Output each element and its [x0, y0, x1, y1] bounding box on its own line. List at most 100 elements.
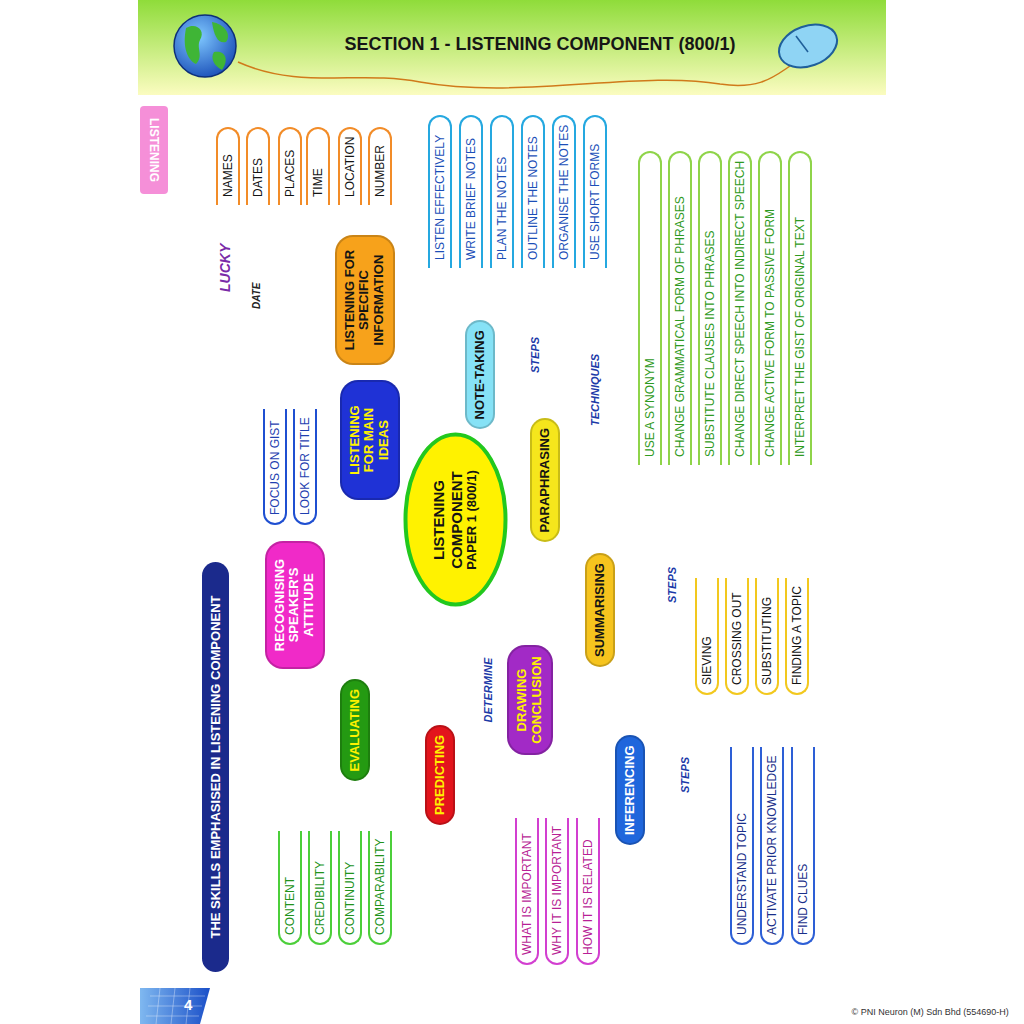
node-text: HOW IT IS RELATED	[581, 826, 595, 955]
edge-label: DETERMINE	[482, 656, 494, 725]
edge-label: TECHNIQUES	[589, 352, 601, 428]
node-text: NAMES	[221, 137, 235, 197]
node-text: FOCUS ON GIST	[268, 417, 282, 515]
node-text: SUBSTITUTE CLAUSES INTO PHRASES	[703, 161, 717, 457]
node-text: LISTENING FOR MAIN IDEAS	[348, 390, 393, 490]
leaf-capsule: UNDERSTAND TOPIC	[730, 747, 754, 945]
node-text: NOTE-TAKING	[473, 330, 488, 419]
node-text: USE A SYNONYM	[643, 161, 657, 457]
leaf-capsule: SUBSTITUTE CLAUSES INTO PHRASES	[698, 151, 722, 465]
leaf-capsule: CREDIBILITY	[308, 831, 332, 945]
skill-cloud: PREDICTING	[425, 725, 456, 825]
leaf-capsule: TIME	[306, 127, 330, 205]
section-tab-label: LISTENING	[147, 118, 161, 182]
leaf-capsule: FINDING A TOPIC	[785, 578, 809, 695]
node-text: INFERENCING	[623, 745, 638, 835]
node-text: CHANGE DIRECT SPEECH INTO INDIRECT SPEEC…	[733, 161, 747, 457]
leaf-capsule: CROSSING OUT	[725, 578, 749, 695]
node-text: CREDIBILITY	[313, 839, 327, 935]
leaf-capsule: HOW IT IS RELATED	[576, 818, 600, 965]
node-text: LISTENING FOR SPECIFIC INFORMATION	[343, 245, 388, 355]
mouse-icon	[773, 17, 843, 75]
node-text: WRITE BRIEF NOTES	[464, 125, 478, 260]
edge-label: STEPS	[529, 335, 541, 375]
node-text: ACTIVATE PRIOR KNOWLEDGE	[765, 755, 779, 935]
clipart-text: DATE	[251, 283, 262, 309]
skill-cloud: DRAWING CONCLUSION	[507, 645, 553, 755]
leaf-capsule: USE SHORT FORMS	[583, 115, 607, 268]
page-number-shape	[140, 988, 210, 1024]
node-text: PREDICTING	[433, 735, 448, 815]
leaf-capsule: FIND CLUES	[791, 747, 815, 945]
node-text: SUMMARISING	[593, 563, 608, 657]
leaf-capsule: ACTIVATE PRIOR KNOWLEDGE	[760, 747, 784, 945]
leaf-capsule: PLAN THE NOTES	[490, 115, 514, 268]
node-text: LISTENING COMPONENT	[430, 455, 465, 585]
skill-cloud: PARAPHRASING	[530, 418, 561, 543]
leaf-capsule: SUBSTITUTING	[755, 578, 779, 695]
cord-line	[238, 62, 790, 88]
node-text: PLACES	[283, 137, 297, 197]
node-text: SUBSTITUTING	[760, 586, 774, 685]
leaf-capsule: COMPARABILITY	[368, 831, 392, 945]
page-title: SECTION 1 - LISTENING COMPONENT (800/1)	[300, 34, 780, 55]
leaf-capsule: WHY IT IS IMPORTANT	[545, 818, 569, 965]
node-text: WHY IT IS IMPORTANT	[550, 826, 564, 955]
node-text: FIND CLUES	[796, 755, 810, 935]
skill-cloud: SUMMARISING	[585, 553, 616, 667]
node-text: CHANGE GRAMMATICAL FORM OF PHRASES	[673, 161, 687, 457]
leaf-capsule: CHANGE GRAMMATICAL FORM OF PHRASES	[668, 151, 692, 465]
node-text: CONTENT	[283, 839, 297, 935]
node-text: UNDERSTAND TOPIC	[735, 755, 749, 935]
node-text: CROSSING OUT	[730, 586, 744, 685]
leaf-capsule: DATES	[246, 127, 270, 205]
node-text: PLAN THE NOTES	[495, 125, 509, 260]
leaf-capsule: CHANGE DIRECT SPEECH INTO INDIRECT SPEEC…	[728, 151, 752, 465]
leaf-capsule: OUTLINE THE NOTES	[521, 115, 545, 268]
node-text: DATES	[251, 137, 265, 197]
node-text: LISTEN EFFECTIVELY	[433, 125, 447, 260]
leaf-capsule: SIEVING	[695, 578, 719, 695]
title-band: THE SKILLS EMPHASISED IN LISTENING COMPO…	[202, 562, 229, 972]
leaf-capsule: LISTEN EFFECTIVELY	[428, 115, 452, 268]
leaf-capsule: CONTINUITY	[338, 831, 362, 945]
leaf-capsule: NAMES	[216, 127, 240, 205]
leaf-capsule: WHAT IS IMPORTANT	[515, 818, 539, 965]
node-text: CONTINUITY	[343, 839, 357, 935]
node-text: THE SKILLS EMPHASISED IN LISTENING COMPO…	[208, 572, 223, 962]
node-text: ORGANISE THE NOTES	[557, 125, 571, 260]
edge-label: STEPS	[679, 755, 691, 795]
leaf-capsule: USE A SYNONYM	[638, 151, 662, 465]
node-text: COMPARABILITY	[373, 839, 387, 935]
node-text: LOOK FOR TITLE	[298, 417, 312, 515]
leaf-capsule: INTERPRET THE GIST OF ORIGINAL TEXT	[788, 151, 812, 465]
node-text: NUMBER	[373, 137, 387, 197]
node-text: RECOGNISING SPEAKER'S ATTITUDE	[273, 551, 318, 659]
leaf-capsule: LOCATION	[338, 127, 362, 205]
node-text: SIEVING	[700, 586, 714, 685]
copyright-note: © PNI Neuron (M) Sdn Bhd (554690-H)	[852, 1007, 1009, 1017]
node-text: TIME	[311, 137, 325, 197]
page-number-grid	[146, 988, 205, 1024]
globe-icon	[174, 15, 236, 77]
clipart-text: LUCKY	[217, 244, 233, 292]
node-text: PARAPHRASING	[538, 428, 553, 533]
leaf-capsule: CHANGE ACTIVE FORM TO PASSIVE FORM	[758, 151, 782, 465]
diagram-area: THE SKILLS EMPHASISED IN LISTENING COMPO…	[140, 100, 1000, 980]
edge-label: STEPS	[666, 565, 678, 605]
node-text: WHAT IS IMPORTANT	[520, 826, 534, 955]
leaf-capsule: LOOK FOR TITLE	[293, 409, 317, 525]
central-ellipse: LISTENING COMPONENTPAPER 1 (800/1)	[403, 433, 508, 608]
leaf-capsule: CONTENT	[278, 831, 302, 945]
node-text: FINDING A TOPIC	[790, 586, 804, 685]
node-text: INTERPRET THE GIST OF ORIGINAL TEXT	[793, 161, 807, 457]
header-band	[138, 0, 886, 95]
skill-cloud: LISTENING FOR SPECIFIC INFORMATION	[335, 235, 396, 365]
node-text: USE SHORT FORMS	[588, 125, 602, 260]
node-text: DRAWING CONCLUSION	[515, 655, 545, 745]
skill-cloud: NOTE-TAKING	[465, 320, 496, 429]
leaf-capsule: FOCUS ON GIST	[263, 409, 287, 525]
section-tab	[140, 106, 168, 194]
skill-cloud: INFERENCING	[615, 735, 646, 845]
skill-cloud: RECOGNISING SPEAKER'S ATTITUDE	[265, 541, 326, 669]
